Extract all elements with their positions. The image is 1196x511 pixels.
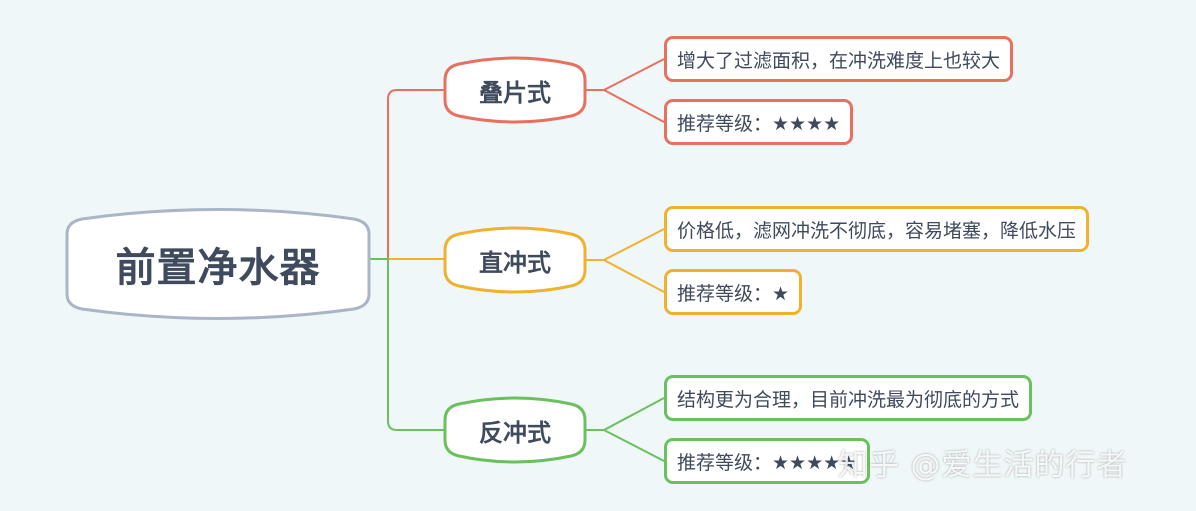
leaf-branch-1-description: 增大了过滤面积，在冲洗难度上也较大: [664, 36, 1014, 82]
leaf-branch-2-description: 价格低，滤网冲洗不彻底，容易堵塞，降低水压: [664, 206, 1090, 252]
connector-branch-1-leaf-1: [586, 58, 665, 91]
connector-branch-3-leaf-2: [603, 429, 665, 462]
connector-root-branch-3: [370, 258, 445, 431]
connector-branch-3-leaf-1: [586, 397, 665, 431]
root-node-shape: [65, 208, 371, 320]
leaf-branch-2-rating: 推荐等级：★: [664, 269, 803, 315]
branch-2-label: 直冲式: [479, 248, 551, 277]
branch-1-label: 叠片式: [479, 78, 551, 107]
connector-branch-2-leaf-1: [586, 228, 665, 261]
leaf-branch-3-description: 结构更为合理，目前冲洗最为彻底的方式: [664, 375, 1033, 421]
branch-3-label: 反冲式: [479, 418, 551, 447]
leaf-branch-1-rating: 推荐等级：★★★★: [664, 99, 854, 145]
watermark: 知乎 @爱生活的行者: [838, 448, 1128, 483]
branch-node-shape-2: [443, 226, 587, 294]
connector-root-branch-1: [370, 89, 445, 260]
leaf-branch-3-rating: 推荐等级：★★★★★: [664, 438, 871, 484]
branch-node-shape-3: [443, 396, 587, 464]
root-node-label: 前置净水器: [115, 245, 321, 291]
branch-node-shape-1: [443, 56, 587, 124]
connector-branch-1-leaf-2: [603, 89, 665, 123]
connector-branch-2-leaf-2: [603, 259, 665, 293]
